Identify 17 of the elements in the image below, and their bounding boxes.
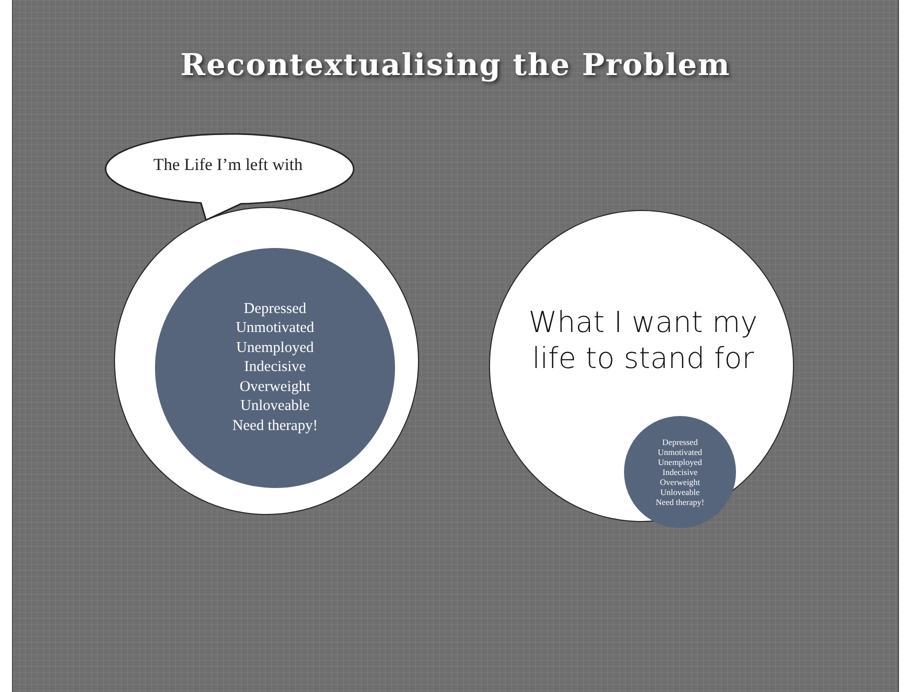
list-item: Unmotivated	[658, 447, 702, 457]
list-item: Need therapy!	[232, 416, 318, 436]
circle-heading: What I want my life to stand for	[527, 304, 759, 376]
list-item: Depressed	[244, 300, 306, 319]
list-item: Unemployed	[236, 338, 314, 358]
list-item: Indecisive	[662, 467, 698, 477]
list-item: Indecisive	[244, 358, 306, 378]
list-item: Unloveable	[240, 397, 310, 416]
list-item: Unloveable	[660, 487, 700, 497]
bubble-text: The Life I’m left with	[152, 155, 304, 175]
list-item: Overweight	[240, 378, 310, 397]
list-item: Depressed	[662, 437, 698, 447]
list-item: Unemployed	[658, 457, 702, 467]
list-item: Unmotivated	[236, 319, 314, 338]
list-item: Need therapy!	[656, 497, 704, 507]
list-item: Overweight	[660, 477, 700, 487]
slide-title: Recontextualising the Problem	[179, 48, 732, 83]
